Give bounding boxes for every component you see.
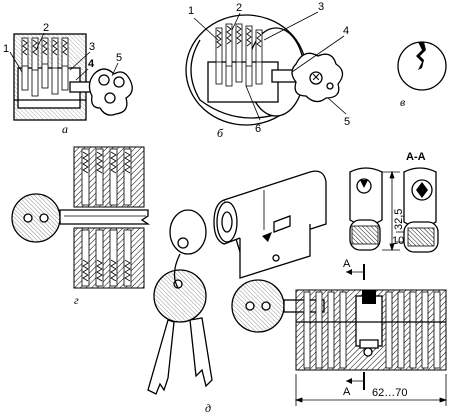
- figure-a-key: [69, 68, 133, 116]
- figure-v-keyway: [416, 42, 426, 70]
- figure-a-label-5: 5: [116, 52, 122, 64]
- figure-a: 1 2 3 4 5 а: [3, 22, 133, 136]
- figure-d-dim-small: 10: [392, 235, 404, 247]
- figure-d-dimensions: [382, 170, 404, 252]
- figure-d-long-section: [231, 279, 447, 371]
- figure-v: в: [397, 41, 447, 109]
- figure-b-label-6: 6: [255, 123, 261, 135]
- figure-d-euro-cylinder: [213, 170, 327, 279]
- figure-b: ✕ 1 2 3 4 5 6 б: [185, 1, 350, 140]
- figure-g-key: [11, 193, 151, 243]
- figure-d-side-view: [349, 167, 383, 251]
- figure-g-cylinder-top: [73, 146, 145, 208]
- figure-b-label-1: 1: [188, 5, 194, 17]
- figure-b-key-emblem: ✕: [311, 72, 320, 84]
- figure-d-section-label: А-А: [406, 151, 426, 163]
- figure-a-cylinder: [13, 33, 87, 121]
- figure-d-dim-height: 32,5: [393, 209, 405, 230]
- figure-a-label-2: 2: [43, 22, 49, 34]
- figure-b-key: ✕: [271, 52, 344, 103]
- figure-d-caption: д: [205, 401, 211, 415]
- figure-a-label-1: 1: [3, 43, 9, 55]
- figure-d-cut-label-bottom: А: [343, 386, 351, 398]
- figure-d-dim-length: 62…70: [372, 387, 407, 399]
- figure-d-section-marks: [346, 264, 365, 390]
- figure-a-caption: а: [62, 122, 68, 136]
- figure-a-label-4: 4: [88, 58, 95, 70]
- figure-b-label-2: 2: [236, 2, 242, 14]
- figure-g-cylinder-bottom: [73, 227, 145, 289]
- figure-d-length-dim: [294, 374, 448, 406]
- figure-b-caption: б: [217, 126, 224, 140]
- figure-g-caption: г: [74, 293, 79, 307]
- figure-b-label-3: 3: [318, 1, 324, 13]
- figure-b-label-5: 5: [344, 116, 350, 128]
- figure-a-label-3: 3: [89, 41, 95, 53]
- figure-d-keys: [147, 209, 213, 395]
- figure-a-leaders: [9, 32, 119, 81]
- figure-d: А-А А А 32,5 10 62…70 д: [147, 151, 448, 415]
- figure-v-caption: в: [400, 95, 405, 109]
- figure-b-label-4: 4: [343, 25, 349, 37]
- figure-d-cut-label-top: А: [343, 258, 351, 270]
- figure-g: г: [11, 146, 151, 307]
- figure-d-section-view: [403, 167, 439, 253]
- figure-b-leaders: [193, 11, 347, 121]
